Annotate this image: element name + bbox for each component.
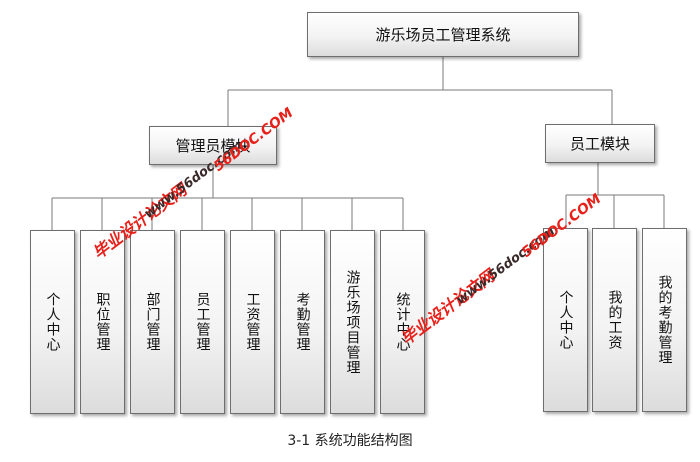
- leaf-employee-my-attendance: 我的考勤管理: [642, 228, 687, 412]
- figure-caption: 3-1 系统功能结构图: [287, 433, 413, 449]
- leaf-label: 考勤管理: [294, 292, 311, 352]
- leaf-label: 我的工资: [606, 290, 623, 350]
- leaf-label: 员工管理: [194, 292, 211, 352]
- leaf-admin-employee-management: 员工管理: [180, 230, 225, 414]
- leaf-employee-my-salary: 我的工资: [592, 228, 637, 412]
- root-label: 游乐场员工管理系统: [375, 26, 511, 44]
- leaf-admin-position-management: 职位管理: [80, 230, 125, 414]
- leaf-admin-personal-center: 个人中心: [30, 230, 75, 414]
- leaf-label: 部门管理: [144, 292, 161, 352]
- employee-module-node: 员工模块: [545, 124, 655, 163]
- leaf-label: 我的考勤管理: [656, 275, 673, 365]
- admin-module-label: 管理员模块: [175, 137, 251, 155]
- leaf-admin-salary-management: 工资管理: [230, 230, 275, 414]
- leaf-employee-personal-center: 个人中心: [543, 228, 588, 412]
- leaf-label: 个人中心: [44, 292, 61, 352]
- leaf-label: 统计中心: [394, 292, 411, 352]
- root-node: 游乐场员工管理系统: [307, 12, 579, 57]
- leaf-label: 游乐场项目管理: [344, 269, 361, 375]
- leaf-admin-attendance-management: 考勤管理: [280, 230, 325, 414]
- leaf-admin-statistics-center: 统计中心: [380, 230, 425, 414]
- leaf-label: 个人中心: [557, 290, 574, 350]
- leaf-label: 职位管理: [94, 292, 111, 352]
- leaf-admin-project-management: 游乐场项目管理: [330, 230, 375, 414]
- employee-module-label: 员工模块: [569, 135, 630, 153]
- leaf-admin-department-management: 部门管理: [130, 230, 175, 414]
- leaf-label: 工资管理: [244, 292, 261, 352]
- admin-module-node: 管理员模块: [149, 126, 277, 165]
